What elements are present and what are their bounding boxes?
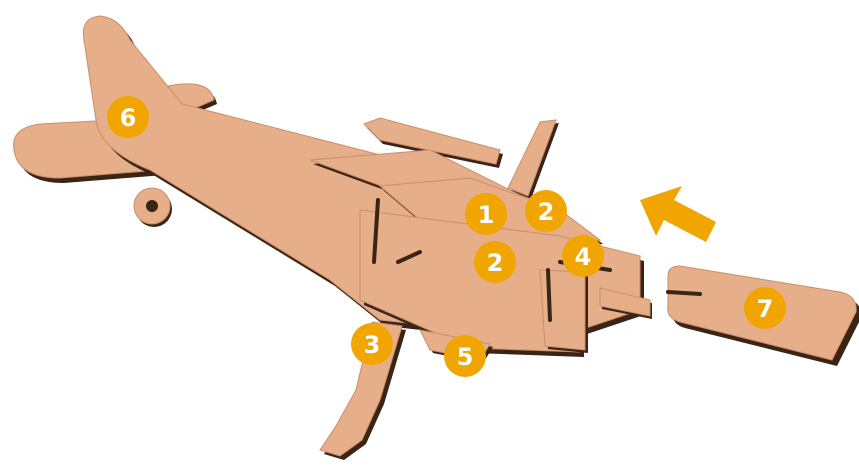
propeller-slot <box>668 292 700 294</box>
badge-2-lower-label: 2 <box>487 249 504 277</box>
airplane-model <box>14 16 859 460</box>
badge-6: 6 <box>107 96 149 138</box>
badge-2-top: 2 <box>525 190 567 232</box>
badge-1: 1 <box>465 193 507 235</box>
badge-6-label: 6 <box>120 104 137 132</box>
badge-3: 3 <box>351 323 393 365</box>
badge-5: 5 <box>444 335 486 377</box>
badge-2-top-label: 2 <box>538 198 555 226</box>
badge-5-label: 5 <box>457 343 474 371</box>
slot-line-2 <box>548 270 550 320</box>
wing-strut <box>508 120 556 196</box>
badge-3-label: 3 <box>364 331 381 359</box>
badge-2-lower: 2 <box>474 241 516 283</box>
badge-7-label: 7 <box>757 295 774 323</box>
badge-1-label: 1 <box>478 201 495 229</box>
badge-4: 4 <box>562 235 604 277</box>
insert-arrow-icon <box>640 186 716 242</box>
badge-4-label: 4 <box>575 243 592 271</box>
badge-7: 7 <box>744 287 786 329</box>
tail-wheel-hub <box>146 200 158 212</box>
